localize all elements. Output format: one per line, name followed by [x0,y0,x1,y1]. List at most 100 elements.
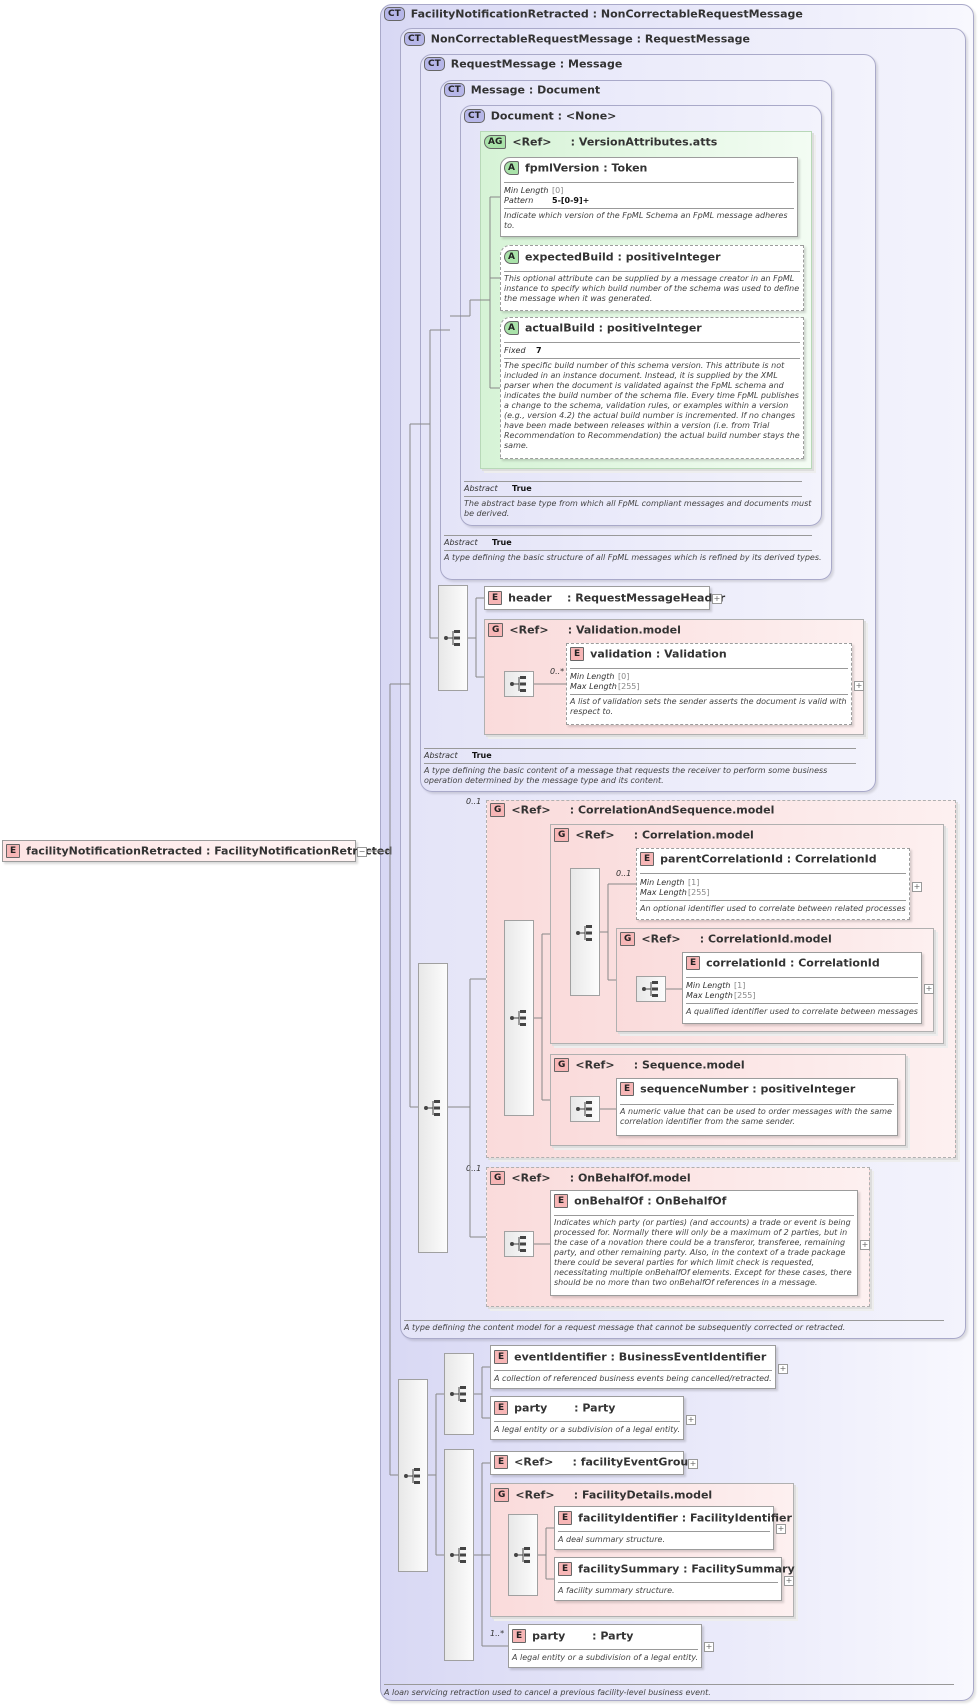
element-event-identifier[interactable] [490,1345,776,1389]
el-validation-doc: A list of validation sets the sender ass… [570,697,847,716]
g-seq-header: G<Ref> : Sequence.model [554,1058,745,1074]
expand-icon[interactable]: + [704,1642,714,1652]
element-icon: E [558,1511,573,1525]
attr-fpml-doc: Indicate which version of the FpML Schem… [504,211,788,230]
expand-icon[interactable]: + [776,1524,786,1534]
g-behalf-header: G<Ref> : OnBehalfOf.model [490,1171,691,1187]
expand-icon[interactable]: + [860,1240,870,1250]
el-corrid-doc: A qualified identifier used to correlate… [686,1007,918,1016]
attribute-expected-build[interactable] [500,245,804,311]
sequence-icon [450,1547,466,1563]
expand-icon[interactable]: + [912,882,922,892]
sequence-icon [576,1101,592,1117]
element-icon: E [494,1350,509,1364]
element-party-repeating[interactable] [508,1624,702,1668]
group-icon: G [620,932,636,946]
g-facdetails-header: G<Ref> : FacilityDetails.model [494,1488,712,1504]
sequence-icon [510,676,526,692]
element-icon: E [512,1629,527,1643]
el-parentcorr-minlength: Min Length[1] [640,878,700,887]
el-validation-minlength: Min Length[0] [570,672,630,681]
el-corrid-maxlength: Max Length[255] [686,991,756,1000]
element-icon: E [554,1194,569,1208]
attribute-group-icon: AG [484,135,507,149]
ct-top-type: NonCorrectableRequestMessage [600,7,803,21]
complex-type-icon: CT [384,7,405,21]
expand-icon[interactable]: + [778,1364,788,1374]
complex-type-icon: CT [424,57,445,71]
el-validation-maxlength: Max Length[255] [570,682,640,691]
expand-icon[interactable]: + [784,1576,794,1586]
element-validation[interactable] [566,643,852,725]
element-parent-correlation-id[interactable] [636,848,910,920]
expand-icon[interactable]: + [712,594,722,604]
el-parentcorr-doc: An optional identifier used to correlate… [640,904,906,913]
el-facevtgrp-header: E<Ref> : facilityEventGroup [494,1455,696,1471]
element-on-behalf-of[interactable] [550,1190,858,1296]
element-correlation-id[interactable] [682,952,922,1024]
element-icon: E [570,647,585,661]
sequence-icon [424,1100,440,1116]
element-facility-identifier[interactable] [554,1506,774,1550]
sequence-correlation-id[interactable] [636,976,666,1002]
sequence-icon [576,925,592,941]
group-icon: G [490,803,506,817]
element-icon: E [640,852,655,866]
element-facility-summary[interactable] [554,1557,782,1601]
attribute-fpml-version[interactable] [500,157,798,237]
element-header[interactable] [484,586,710,610]
element-sequence-number[interactable] [616,1078,898,1136]
group-icon: G [554,828,570,842]
expand-icon[interactable]: + [688,1459,698,1469]
sequence-icon [444,630,460,646]
attr-expected-doc: This optional attribute can be supplied … [504,274,800,303]
g-corr-header: G<Ref> : Correlation.model [554,828,754,844]
parentcorr-cardinality: 0..1 [616,869,632,878]
group-icon: G [488,623,504,637]
el-party2-doc: A legal entity or a subdivision of a leg… [512,1653,699,1662]
ct-top-doc: A loan servicing retraction used to canc… [384,1688,711,1697]
el-behalf-doc: Indicates which party (or parties) (and … [554,1218,852,1287]
element-facility-event-group[interactable] [490,1451,684,1475]
ct-request-doc: A type defining the basic content of a m… [424,766,828,785]
ct-noncorr-doc: A type defining the content model for a … [404,1323,846,1332]
behalf-cardinality: 0..1 [466,1164,482,1173]
complex-type-icon: CT [404,32,425,46]
group-icon: G [490,1171,506,1185]
attribute-icon: A [504,250,519,264]
element-icon: E [558,1562,573,1576]
element-party[interactable] [490,1396,684,1440]
element-icon: E [686,956,701,970]
el-party1-doc: A legal entity or a subdivision of a leg… [494,1425,681,1434]
el-parentcorr-maxlength: Max Length[255] [640,888,710,897]
el-seqnum-doc: A numeric value that can be used to orde… [620,1107,892,1126]
attribute-actual-build[interactable] [500,317,804,459]
expand-icon[interactable]: + [686,1415,696,1425]
collapse-icon[interactable]: − [357,847,367,857]
group-icon: G [494,1488,510,1502]
expand-icon[interactable]: + [924,984,934,994]
attr-actual-doc: The specific build number of this schema… [504,361,800,450]
root-element-facility-notification-retracted[interactable] [2,840,356,862]
el-eventid-doc: A collection of referenced business even… [494,1374,772,1383]
expand-icon[interactable]: + [854,681,864,691]
complex-type-icon: CT [444,83,465,97]
